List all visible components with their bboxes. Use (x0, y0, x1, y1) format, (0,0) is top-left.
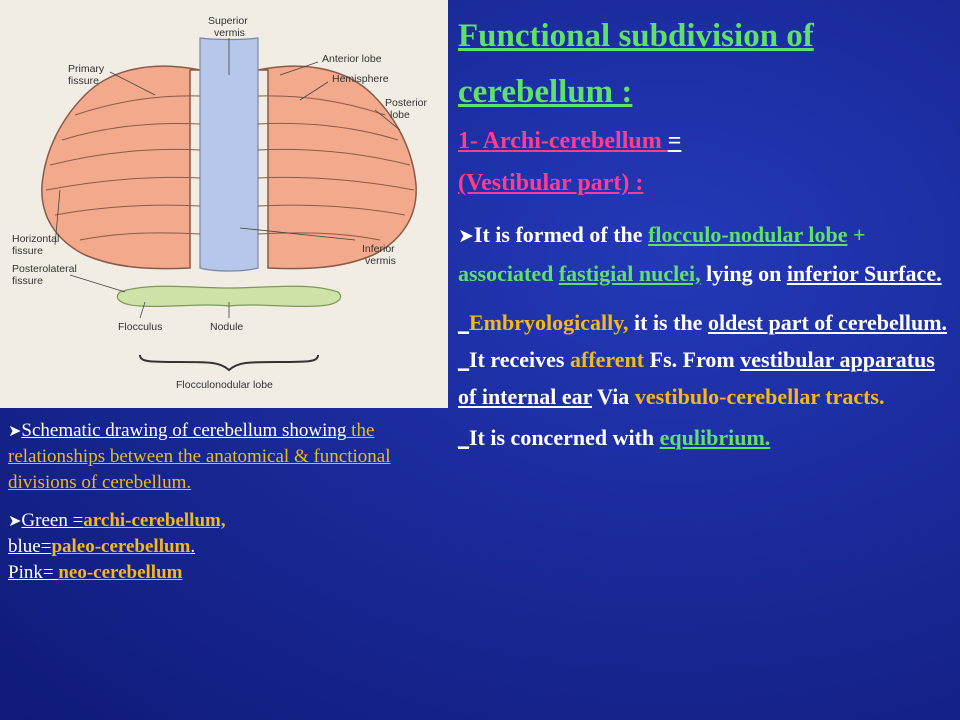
bullet-arrow-icon: ➤ (8, 511, 22, 530)
label-anterior-lobe: Anterior lobe (322, 53, 382, 65)
underscore: _ (458, 425, 469, 450)
text-lying-on: lying on (700, 261, 787, 286)
label-flocculonodular-lobe: Flocculonodular lobe (176, 379, 273, 391)
main-content: Functional subdivision of cerebellum : 1… (458, 8, 948, 456)
bullet-arrow-icon: ➤ (458, 225, 474, 247)
line-embryologically: _Embryologically, it is the oldest part … (458, 304, 948, 341)
caption-paragraph-2: ➤Green =archi-cerebellum, blue=paleo-cer… (8, 508, 428, 586)
text-it-receives: It receives (469, 347, 570, 372)
text-oldest-part: oldest part of cerebellum. (707, 310, 948, 335)
archi-cerebellum-shape (116, 285, 342, 308)
subheading-line-1: 1- Archi-cerebellum = (458, 120, 948, 162)
text-embryologically: Embryologically, (469, 310, 629, 335)
figure-caption: ➤Schematic drawing of cerebellum showing… (8, 418, 428, 598)
caption-pink-label: Pink= (8, 562, 59, 583)
folia-lines (45, 95, 415, 241)
caption-text-yellow: the relationships between the anatomical… (8, 420, 391, 493)
slide-title: Functional subdivision of cerebellum : (458, 18, 814, 110)
caption-period: . (190, 536, 196, 557)
subheading-archi: 1- Archi-cerebellum (458, 128, 668, 154)
paleo-cerebellum-vermis (199, 37, 259, 272)
underscore: _ (458, 310, 469, 335)
label-superior-vermis-2: vermis (214, 27, 245, 39)
label-posterolateral-fissure-2: fissure (12, 275, 43, 287)
bullet-formed-of: ➤It is formed of the flocculo-nodular lo… (458, 216, 948, 292)
label-hemisphere: Hemisphere (332, 73, 389, 85)
text-vestibulo-tracts: vestibulo-cerebellar tracts. (634, 384, 885, 409)
label-posterolateral-fissure-1: Posterolateral (12, 263, 77, 275)
caption-green-label: Green = (21, 510, 84, 531)
line-equilibrium: _It is concerned with equlibrium. (458, 419, 948, 456)
text-flocculo-nodular: flocculo-nodular lobe (648, 222, 848, 247)
cerebellum-diagram: Superior vermis Primary fissure Anterior… (12, 15, 428, 391)
text-via: Via (592, 384, 635, 409)
underscore: _ (458, 347, 469, 372)
label-primary-fissure-2: fissure (68, 75, 99, 87)
text-it-is-the: it is the (628, 310, 708, 335)
bullet-arrow-icon: ➤ (8, 421, 22, 440)
label-primary-fissure-1: Primary (68, 63, 105, 75)
text-fastigial: fastigial nuclei, (558, 261, 701, 286)
subheading-vestibular: (Vestibular part) : (458, 170, 644, 196)
label-superior-vermis-1: Superior (208, 15, 248, 27)
label-posterior-lobe-1: Posterior (385, 97, 428, 109)
flocculonodular-brace (139, 354, 319, 372)
text-equlibrium: equlibrium. (659, 425, 771, 450)
label-nodule: Nodule (210, 321, 243, 333)
line-receives: _It receives afferent Fs. From vestibula… (458, 341, 948, 415)
label-inferior-vermis-2: vermis (365, 255, 396, 267)
neo-cerebellum-shape-right (257, 65, 417, 270)
label-horizontal-fissure-1: Horizontal (12, 233, 59, 245)
label-posterior-lobe-2: lobe (390, 109, 410, 121)
neo-cerebellum-shape (41, 65, 201, 270)
leader-lines (54, 38, 401, 319)
subheading-equals: = (667, 128, 682, 154)
text-fs-from: Fs. From (644, 347, 741, 372)
caption-archi: archi-cerebellum, (83, 510, 226, 531)
text-afferent: afferent (570, 347, 645, 372)
label-inferior-vermis-1: Inferior (362, 243, 395, 255)
cerebellum-figure: Superior vermis Primary fissure Anterior… (0, 0, 448, 408)
text-formed-of: It is formed of the (473, 222, 649, 247)
text-inferior-surface: inferior Surface. (786, 261, 942, 286)
caption-text-pre: Schematic drawing of cerebellum showing (21, 420, 347, 441)
caption-paleo: paleo-cerebellum (51, 536, 191, 557)
text-concerned-with: It is concerned with (469, 425, 660, 450)
caption-blue-label: blue= (8, 536, 52, 557)
text-vestibular-apparatus: vestibular apparatus of internal ear (458, 347, 935, 409)
label-horizontal-fissure-2: fissure (12, 245, 43, 257)
label-flocculus: Flocculus (118, 321, 162, 333)
caption-neo: neo-cerebellum (58, 562, 183, 583)
caption-paragraph-1: ➤Schematic drawing of cerebellum showing… (8, 418, 428, 496)
text-associated: + associated (458, 222, 866, 286)
